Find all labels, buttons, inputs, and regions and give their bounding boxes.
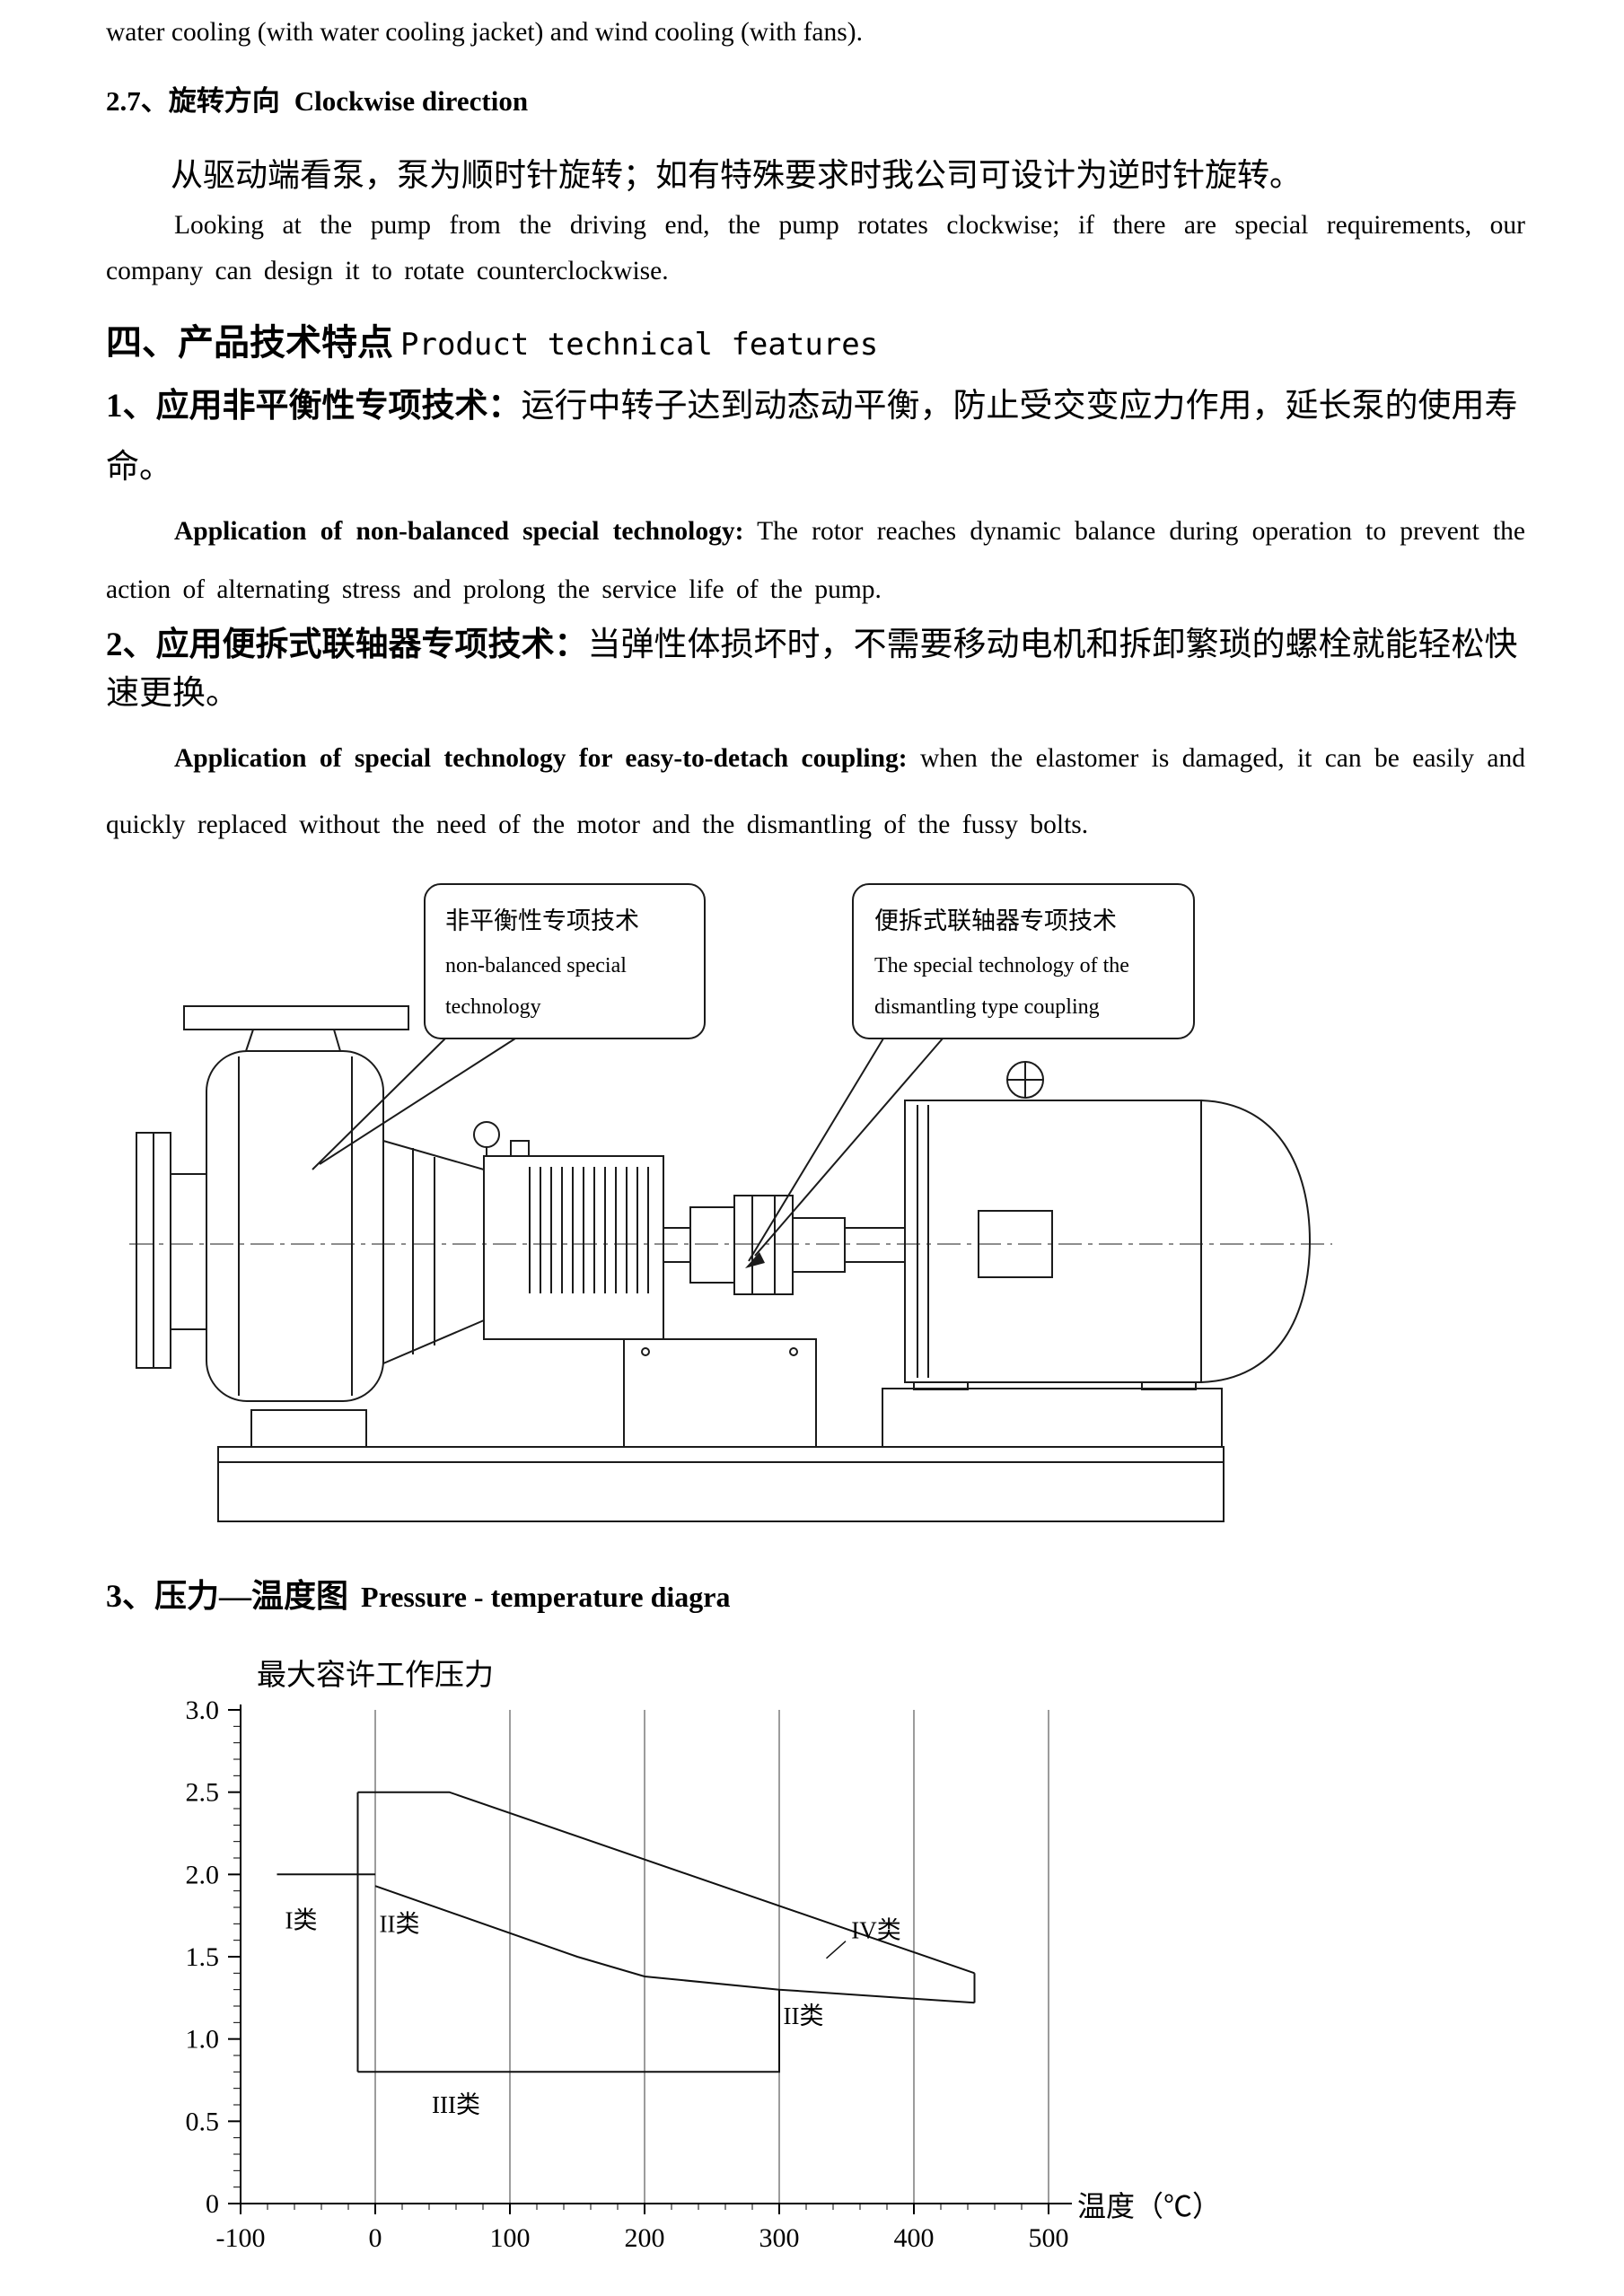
heading-section-4-zh: 四、产品技术特点 <box>106 322 393 364</box>
region-label: II类 <box>784 2002 824 2029</box>
heading-2-7-zh: 2.7、旋转方向 <box>106 85 280 117</box>
oil-cup <box>473 1120 500 1148</box>
heading-section-3: 3、压力—温度图 Pressure - temperature diagra <box>106 1570 1525 1617</box>
bearing-housing <box>473 1120 817 1448</box>
pump-back-bracket <box>382 1139 485 1365</box>
chart-x-label: 温度（℃） <box>1077 2190 1221 2222</box>
callout-coupling-zh: 便拆式联轴器专项技术 <box>874 907 1117 934</box>
callout-nonbalanced-zh: 非平衡性专项技术 <box>445 907 639 934</box>
y-tick-label: 0.5 <box>186 2107 220 2136</box>
callout-nonbalanced: 非平衡性专项技术 non-balanced special technology <box>312 882 706 1170</box>
y-tick-label: 3.0 <box>186 1696 220 1725</box>
callout-nonbalanced-en2: technology <box>445 995 541 1019</box>
callout-coupling: 便拆式联轴器专项技术 The special technology of the… <box>745 882 1195 1268</box>
pump-drawing-area: 非平衡性专项技术 non-balanced special technology… <box>129 872 1525 1554</box>
x-tick-label: 400 <box>894 2223 935 2253</box>
x-tick-label: -100 <box>216 2223 266 2253</box>
paragraph-rotation-zh: 从驱动端看泵，泵为顺时针旋转；如有特殊要求时我公司可设计为逆时针旋转。 <box>171 157 1303 193</box>
paragraph-item1-en: Application of non-balanced special tech… <box>106 503 1525 619</box>
item2-en-lead: Application of special technology for ea… <box>174 744 908 774</box>
region-label: III类 <box>432 2091 480 2118</box>
x-tick-label: 200 <box>625 2223 665 2253</box>
item2-zh-lead: 2、应用便拆式联轴器专项技术： <box>106 626 588 663</box>
baseplate <box>217 1445 1225 1522</box>
motor-nameplate <box>978 1209 1053 1278</box>
coupling <box>663 1194 906 1295</box>
series-class-III-boundary <box>357 1989 780 2073</box>
item2-zh-rest: 当弹性体损坏时，不需要移动电机和拆卸繁琐的螺栓就能轻松快速更换。 <box>106 626 1518 712</box>
callout-nonbalanced-en1: non-balanced special <box>445 954 627 977</box>
x-tick-label: 0 <box>369 2223 382 2253</box>
heading-2-7: 2.7、旋转方向 Clockwise direction <box>106 78 1525 118</box>
y-tick-label: 2.5 <box>186 1777 220 1807</box>
chart-title: 最大容许工作压力 <box>257 1659 494 1692</box>
paragraph-item1-zh: 1、应用非平衡性专项技术：运行中转子达到动态动平衡，防止受交变应力作用，延长泵的… <box>106 376 1525 497</box>
y-tick-label: 1.5 <box>186 1942 220 1972</box>
paragraph-cooling: water cooling (with water cooling jacket… <box>106 18 863 47</box>
bearing-support <box>623 1337 817 1448</box>
item1-zh-rest: 运行中转子达到动态动平衡，防止受交变应力作用，延长泵的使用寿命。 <box>106 388 1518 486</box>
pressure-temperature-chart-area: 最大容许工作压力 温度（℃） 0 0.5 1.0 1.5 2.0 2.5 3.0 -100 0 1… <box>142 1647 1525 2275</box>
series-class-IV-curve <box>357 1791 975 1974</box>
y-tick-label: 1.0 <box>186 2024 220 2054</box>
y-tick-label: 0 <box>206 2189 219 2219</box>
pump-volute <box>136 1004 409 1448</box>
region-label: IV类 <box>851 1916 901 1943</box>
region-label: I类 <box>285 1906 318 1933</box>
callout-nonbalanced-leader <box>312 1037 446 1170</box>
item1-en-rest: The rotor reaches dynamic balance during… <box>106 517 1525 605</box>
region-label: II类 <box>380 1910 420 1937</box>
motor-support-block <box>882 1387 1223 1448</box>
pump-assembly-drawing: 非平衡性专项技术 non-balanced special technology… <box>129 882 1332 1522</box>
item2-en-rest: when the elastomer is damaged, it can be… <box>106 744 1525 839</box>
x-tick-label: 500 <box>1029 2223 1069 2253</box>
paragraph-item2-en: Application of special technology for ea… <box>106 726 1525 859</box>
callout-coupling-en2: dismantling type coupling <box>874 995 1100 1019</box>
x-tick-label: 100 <box>490 2223 531 2253</box>
heading-section-3-en: Pressure - temperature diagra <box>361 1580 731 1613</box>
motor <box>882 1060 1312 1448</box>
item1-en-lead: Application of non-balanced special tech… <box>174 517 744 547</box>
region-label-leader <box>826 1940 847 1959</box>
paragraph-rotation-en: Looking at the pump from the driving end… <box>106 211 1525 285</box>
heading-section-3-zh: 3、压力—温度图 <box>106 1577 349 1614</box>
series-class-II-curve <box>374 1884 975 2003</box>
x-tick-label: 300 <box>759 2223 800 2253</box>
callout-coupling-leader <box>748 1038 884 1262</box>
pressure-temperature-chart: 最大容许工作压力 温度（℃） 0 0.5 1.0 1.5 2.0 2.5 3.0 -100 0 1… <box>186 1659 1222 2253</box>
item1-zh-lead: 1、应用非平衡性专项技术： <box>106 388 522 425</box>
document-page: water cooling (with water cooling jacket… <box>106 18 1525 2275</box>
paragraph-item2-zh: 2、应用便拆式联轴器专项技术：当弹性体损坏时，不需要移动电机和拆卸繁琐的螺栓就能… <box>106 621 1525 717</box>
heading-section-4-en: Product technical features <box>400 327 879 364</box>
leader-arrowhead-icon <box>745 1251 765 1268</box>
heading-2-7-en: Clockwise direction <box>294 85 529 117</box>
y-tick-label: 2.0 <box>186 1860 220 1889</box>
callout-coupling-en1: The special technology of the <box>874 954 1129 977</box>
